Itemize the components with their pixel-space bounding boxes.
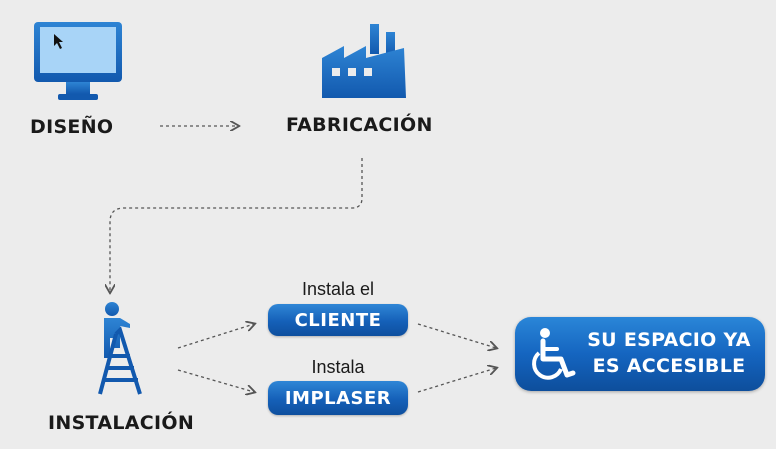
implaser-caption: Instala — [311, 357, 365, 377]
installation-stage: INSTALACIÓN — [40, 300, 220, 440]
arrow-installation-to-implaser — [177, 369, 254, 392]
result-box: SU ESPACIO YA ES ACCESIBLE — [515, 317, 765, 391]
implaser-button: IMPLASER — [268, 381, 408, 415]
result-line-2: ES ACCESIBLE — [592, 355, 746, 377]
client-caption: Instala el — [301, 279, 375, 299]
arrow-implaser-to-result — [417, 368, 496, 393]
factory-icon — [322, 24, 406, 98]
design-stage: DISEÑO — [30, 20, 130, 140]
result-text: SU ESPACIO YA ES ACCESIBLE — [579, 327, 759, 379]
ladder-worker-icon — [98, 302, 142, 395]
fabrication-stage: FABRICACIÓN — [286, 18, 450, 148]
design-label: DISEÑO — [30, 116, 114, 138]
wheelchair-icon — [532, 328, 576, 380]
result-line-1: SU ESPACIO YA — [587, 329, 751, 351]
monitor-icon — [34, 22, 122, 100]
arrow-client-to-result — [417, 323, 496, 348]
arrow-fabrication-to-installation — [110, 158, 363, 292]
installation-label: INSTALACIÓN — [48, 412, 195, 434]
client-button: CLIENTE — [268, 304, 408, 336]
arrow-installation-to-client — [177, 324, 254, 349]
fabrication-label: FABRICACIÓN — [286, 114, 433, 136]
